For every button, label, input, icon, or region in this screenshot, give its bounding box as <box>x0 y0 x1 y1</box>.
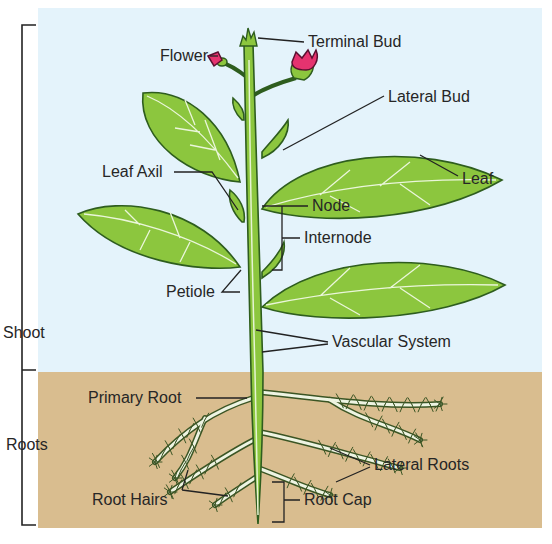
root-hair <box>295 477 302 491</box>
root-hair <box>346 447 353 461</box>
root-hair <box>366 413 373 427</box>
root-hair <box>215 505 222 506</box>
root-hair <box>400 398 407 412</box>
root-hair <box>169 478 175 482</box>
part-label: Leaf <box>462 170 493 188</box>
root-hair <box>414 440 420 444</box>
root-hair <box>170 485 172 492</box>
root-hair <box>215 498 217 505</box>
root-hair <box>336 394 343 408</box>
part-label: Leaf Axil <box>102 163 162 181</box>
soil-ground <box>38 372 542 528</box>
root-hair <box>434 400 440 404</box>
root-hair <box>155 455 157 462</box>
root-hair <box>426 398 433 412</box>
root-hair <box>440 404 442 411</box>
root-hair <box>205 460 212 474</box>
root-hair <box>434 404 440 408</box>
root-hair <box>420 433 422 440</box>
root-hair <box>440 397 442 404</box>
leaves <box>78 93 505 319</box>
root-hair <box>169 474 175 478</box>
root-hair <box>155 462 162 463</box>
root-hair <box>420 440 427 441</box>
root-hair <box>392 422 399 436</box>
root-hair <box>196 465 203 479</box>
root-hair <box>364 396 371 410</box>
root-hair <box>319 440 326 454</box>
part-label: Root Hairs <box>92 491 168 509</box>
part-label: Internode <box>304 229 372 247</box>
root-hair <box>414 436 420 440</box>
root-hair <box>234 483 241 497</box>
part-label: Flower <box>160 47 208 65</box>
part-label: Node <box>312 197 350 215</box>
root-hair <box>390 398 397 412</box>
root-hair <box>193 418 200 432</box>
root-hair <box>209 501 215 505</box>
root-hair <box>175 478 177 485</box>
part-label: Lateral Bud <box>388 88 470 106</box>
root-hair <box>175 471 177 478</box>
root-hair <box>211 455 218 469</box>
part-label: Vascular System <box>332 333 451 351</box>
root-hair <box>215 505 217 512</box>
root-hair <box>149 458 155 462</box>
root-hair <box>155 462 157 469</box>
root-hair <box>170 492 177 493</box>
root-hair <box>383 419 390 433</box>
root-hair <box>179 429 186 443</box>
leaf-veins <box>84 96 498 315</box>
root-hair <box>372 397 379 411</box>
part-label: Petiole <box>166 283 215 301</box>
root-hair <box>175 478 182 479</box>
root-hair <box>375 416 382 430</box>
root-hair <box>346 395 353 409</box>
part-label: Roots <box>6 436 48 454</box>
root-hair <box>287 474 294 488</box>
flowers <box>208 50 317 96</box>
root-hair <box>160 447 167 461</box>
root-hair <box>189 439 196 453</box>
root-hair <box>382 397 389 411</box>
root-hair <box>225 488 232 502</box>
root-system <box>149 392 447 512</box>
root-hair <box>190 470 197 484</box>
root-hair <box>399 426 406 440</box>
stem-and-primary-root <box>240 28 263 524</box>
root-hair <box>187 447 194 461</box>
root-hair <box>202 413 209 427</box>
leader-lines <box>174 38 458 522</box>
root-hair <box>418 398 425 412</box>
root-hair <box>420 440 422 447</box>
part-label: Terminal Bud <box>308 33 401 51</box>
part-label: Primary Root <box>88 389 181 407</box>
part-label: Shoot <box>3 324 45 342</box>
root-hair <box>408 398 415 412</box>
root-hair <box>440 404 447 405</box>
part-label: Root Cap <box>304 491 372 509</box>
root-hair <box>187 423 194 437</box>
root-hair <box>353 450 360 464</box>
root-hair <box>173 435 180 449</box>
part-label: Lateral Roots <box>374 456 469 474</box>
root-hair <box>172 470 179 484</box>
root-hair <box>170 492 172 499</box>
root-hair <box>354 395 361 409</box>
root-hair <box>209 505 215 509</box>
sky-ground <box>38 8 542 372</box>
root-hair <box>149 462 155 466</box>
